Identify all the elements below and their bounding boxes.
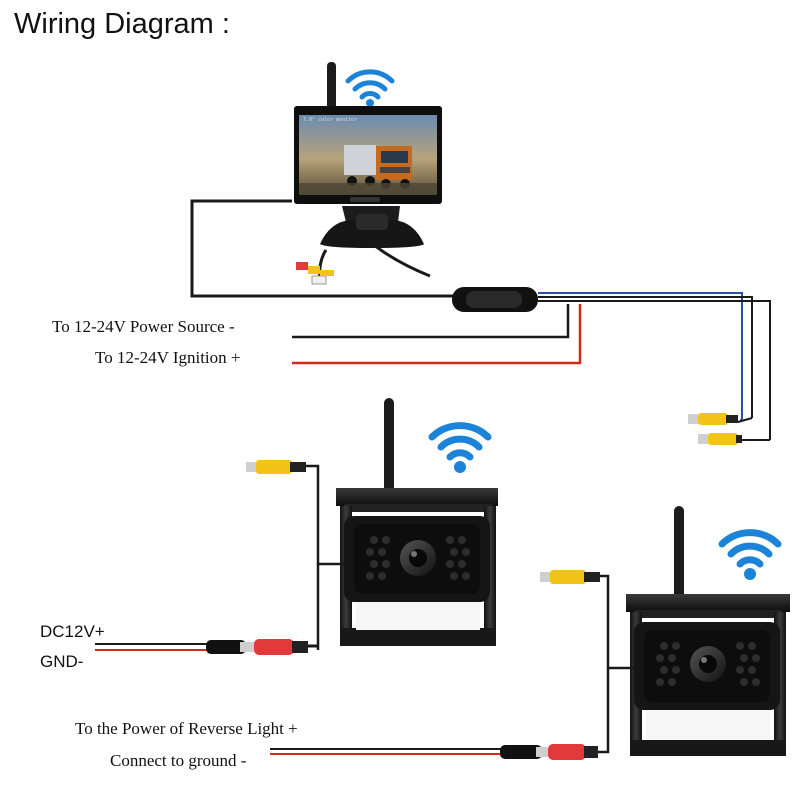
power-source-label: To 12-24V Power Source -	[52, 317, 235, 336]
camera-1-power-plug	[206, 639, 308, 655]
video-rca-connectors	[688, 413, 742, 445]
camera-1-rca-video	[246, 460, 306, 474]
rca-connector-icon	[548, 744, 586, 760]
diagram-title: Wiring Diagram :	[14, 8, 230, 40]
rca-connector-icon	[296, 262, 308, 270]
monitor: 7.0" color monitor	[294, 62, 442, 248]
monitor-screen-text: 7.0" color monitor	[303, 117, 357, 123]
dc12v-label: DC12V+	[40, 622, 105, 641]
reverse-light-label: To the Power of Reverse Light +	[75, 719, 298, 738]
gnd-label: GND-	[40, 652, 84, 671]
camera-2-wiring	[270, 574, 634, 755]
rca-connector-icon	[550, 570, 586, 584]
rca-connector-icon	[688, 413, 738, 425]
camera-2-antenna-icon	[674, 506, 684, 602]
rca-connector-icon	[698, 433, 742, 445]
camera-2-rca-video	[540, 570, 600, 584]
rca-connector-icon	[311, 275, 327, 285]
camera-2-power-plug	[500, 744, 598, 760]
camera-1-wiring	[95, 464, 344, 651]
ignition-label: To 12-24V Ignition +	[95, 348, 241, 367]
camera-1	[336, 398, 498, 646]
camera-1-wifi-icon	[428, 422, 492, 473]
monitor-antenna-icon	[327, 62, 336, 112]
truck-image	[299, 145, 437, 195]
rca-connector-icon	[308, 266, 320, 274]
camera-1-antenna-icon	[384, 398, 394, 494]
rca-connector-icon	[256, 460, 292, 474]
monitor-av-cables	[296, 240, 431, 285]
monitor-wiring	[190, 199, 771, 441]
camera-2	[626, 506, 790, 756]
camera-2-wifi-icon	[718, 529, 782, 580]
rca-connector-icon	[254, 639, 294, 655]
ground-label: Connect to ground -	[110, 751, 247, 770]
monitor-wifi-icon	[345, 69, 395, 107]
